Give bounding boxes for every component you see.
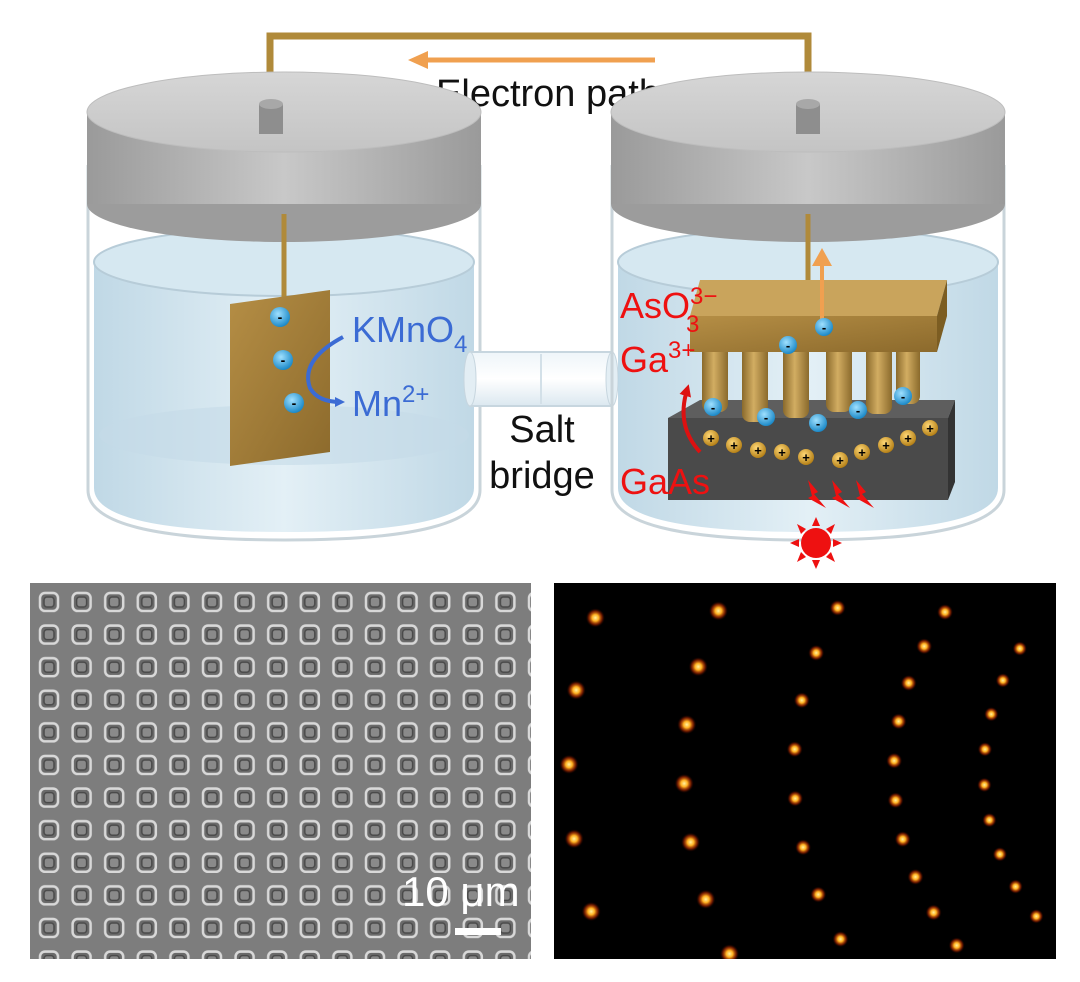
gaas-label: GaAs	[620, 461, 710, 502]
pl-spot	[978, 742, 992, 756]
pl-spot	[689, 657, 708, 676]
svg-text:-: -	[711, 400, 715, 415]
svg-text:-: -	[281, 352, 286, 368]
pl-spot	[984, 707, 998, 721]
svg-text:+: +	[882, 438, 890, 453]
pl-spot	[586, 608, 605, 627]
svg-text:+: +	[904, 431, 912, 446]
pl-spot	[787, 791, 803, 807]
pl-spot	[937, 604, 953, 620]
pl-spot	[891, 713, 907, 729]
svg-text:-: -	[856, 403, 860, 418]
pl-spot	[794, 692, 810, 708]
pl-spot	[926, 905, 942, 921]
pl-spot	[696, 890, 715, 909]
svg-text:+: +	[707, 431, 715, 446]
pl-spot	[901, 675, 917, 691]
pl-image-panel	[554, 583, 1056, 959]
salt-bridge	[464, 352, 618, 406]
pl-spot	[916, 638, 932, 654]
salt-bridge-label-line1: Salt	[509, 409, 575, 451]
svg-text:-: -	[764, 410, 768, 425]
pl-spot	[808, 645, 824, 661]
scale-bar-label: 10 μm	[402, 868, 520, 916]
pl-spot	[977, 778, 991, 792]
pl-spot	[993, 847, 1007, 861]
svg-text:+: +	[730, 438, 738, 453]
svg-text:+: +	[858, 445, 866, 460]
top-electrode-slab	[690, 280, 947, 316]
scale-bar	[455, 928, 501, 935]
svg-text:-: -	[278, 309, 283, 325]
pl-spot	[709, 601, 728, 620]
pl-spot	[1013, 641, 1027, 655]
sun-icon	[790, 517, 842, 569]
svg-text:+: +	[926, 421, 934, 436]
pl-spot	[795, 839, 811, 855]
svg-text:-: -	[901, 389, 905, 404]
svg-text:-: -	[292, 395, 297, 411]
svg-text:-: -	[822, 320, 826, 335]
pl-spot	[1029, 909, 1043, 923]
pl-spot	[559, 755, 578, 774]
pl-spot	[681, 833, 700, 852]
svg-text:+: +	[802, 450, 810, 465]
svg-text:+: +	[778, 445, 786, 460]
pl-spot	[949, 937, 965, 953]
pl-emission-spots	[554, 583, 1056, 959]
pl-spot	[565, 829, 584, 848]
left-beaker	[87, 72, 481, 540]
pl-spot	[982, 813, 996, 827]
pl-spot	[582, 902, 601, 921]
pl-spot	[996, 673, 1010, 687]
pl-spot	[567, 681, 586, 700]
pl-spot	[1008, 879, 1022, 893]
pl-spot	[720, 944, 739, 959]
svg-text:+: +	[836, 453, 844, 468]
pl-spot	[886, 753, 902, 769]
pl-spot	[830, 600, 846, 616]
svg-text:-: -	[786, 338, 790, 353]
svg-text:-: -	[816, 416, 820, 431]
pl-spot	[675, 774, 694, 793]
pl-spot	[787, 741, 803, 757]
pl-spot	[888, 792, 904, 808]
pl-spot	[833, 931, 849, 947]
pl-spot	[908, 869, 924, 885]
pl-spot	[810, 887, 826, 903]
electron-path-arrowhead	[408, 51, 428, 69]
salt-bridge-label-line2: bridge	[489, 455, 595, 497]
pl-spot	[895, 831, 911, 847]
pl-spot	[677, 715, 696, 734]
svg-text:+: +	[754, 443, 762, 458]
